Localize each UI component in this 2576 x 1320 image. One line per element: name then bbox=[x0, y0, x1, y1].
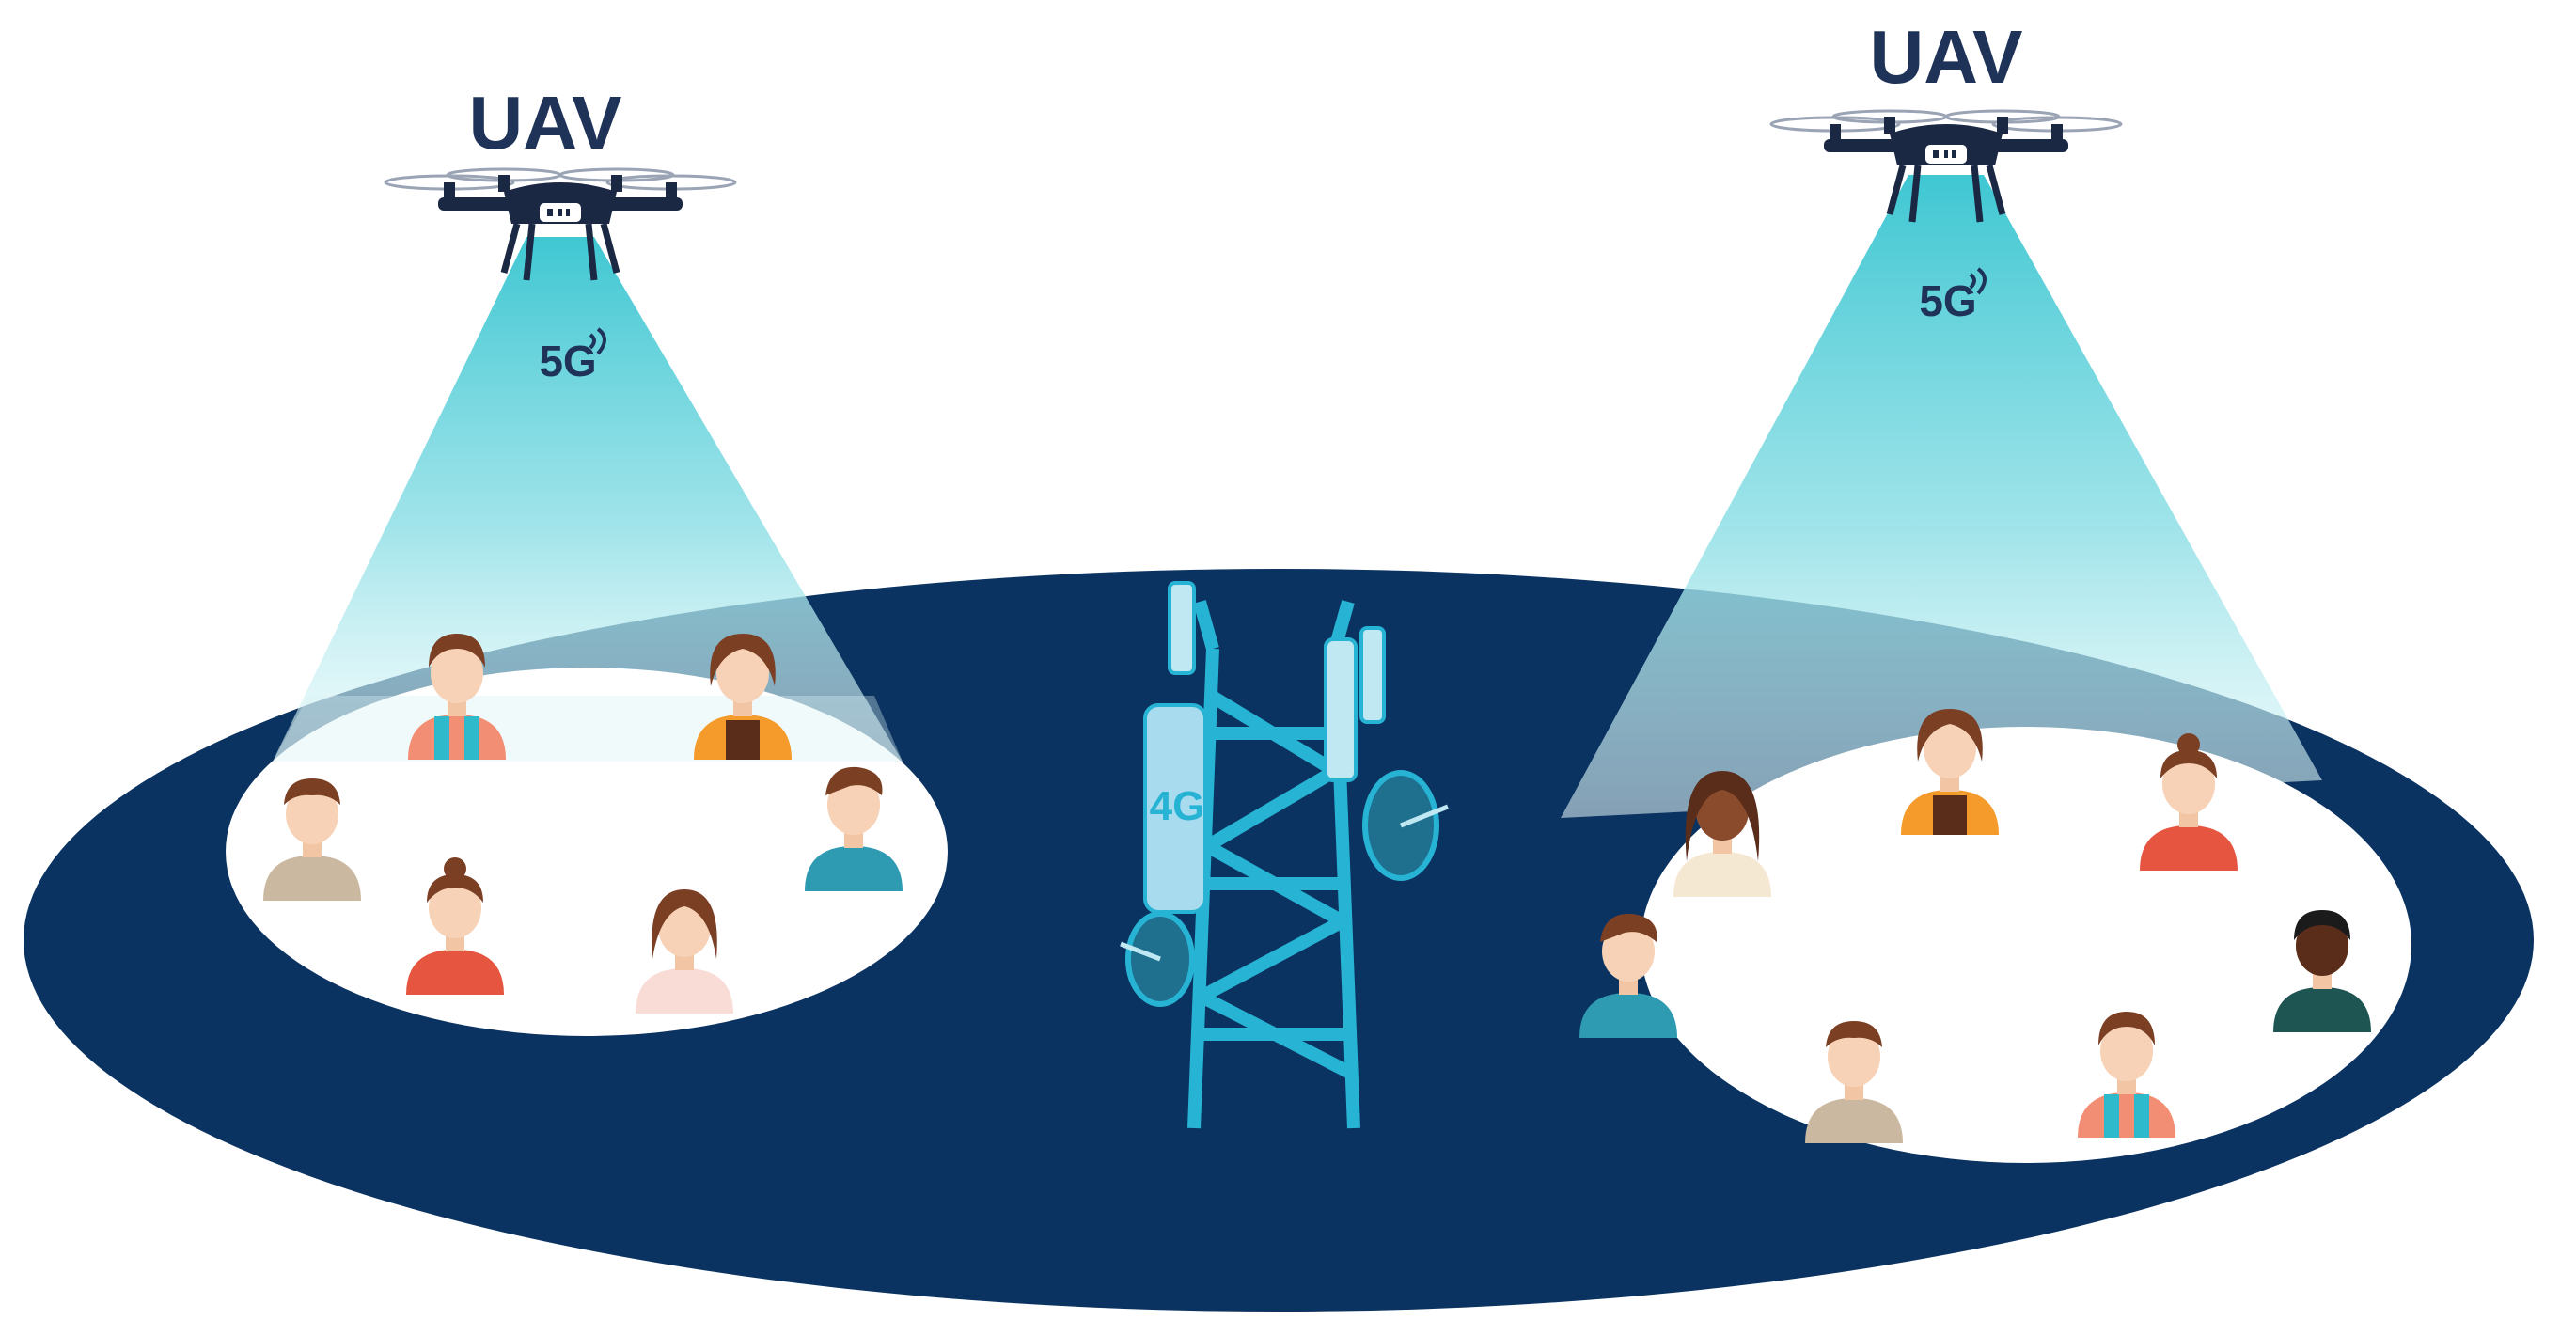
user-avatar bbox=[2078, 1012, 2175, 1138]
uav-beam-left bbox=[273, 237, 903, 762]
user-avatar bbox=[1673, 771, 1771, 897]
user-avatar bbox=[408, 634, 506, 760]
wifi-waves-left-icon bbox=[589, 327, 606, 355]
signal-4g-tower: 4G bbox=[1150, 783, 1205, 829]
dish-feed-left bbox=[1120, 941, 1161, 962]
signal-5g-left: 5G bbox=[539, 337, 596, 385]
user-avatar bbox=[1579, 913, 1677, 1038]
user-avatar bbox=[1901, 709, 1999, 835]
uav-beam-left-overlay bbox=[273, 696, 903, 762]
user-avatar bbox=[805, 766, 903, 891]
antenna-panel-top-right-1 bbox=[1324, 637, 1358, 782]
signal-5g-right: 5G bbox=[1919, 276, 1976, 325]
uav-beam-right bbox=[1561, 175, 2322, 818]
antenna-panel-top-right-2 bbox=[1359, 626, 1386, 724]
user-avatar bbox=[1805, 1021, 1903, 1143]
small-cell-right bbox=[1641, 727, 2411, 1163]
antenna-panel-main bbox=[1143, 703, 1207, 914]
user-avatar bbox=[694, 634, 792, 760]
user-avatar bbox=[2140, 733, 2238, 871]
user-avatar bbox=[406, 857, 504, 995]
antenna-panel-top-left bbox=[1168, 581, 1196, 675]
small-cell-left bbox=[226, 668, 948, 1036]
uav-label-right: UAV bbox=[1870, 15, 2023, 99]
dish-feed-right bbox=[1400, 804, 1449, 828]
wifi-waves-right-icon bbox=[1969, 267, 1987, 295]
uav-label-left: UAV bbox=[469, 81, 622, 165]
user-avatar bbox=[2273, 910, 2371, 1032]
user-avatar bbox=[636, 889, 733, 1014]
user-avatar bbox=[263, 778, 361, 901]
